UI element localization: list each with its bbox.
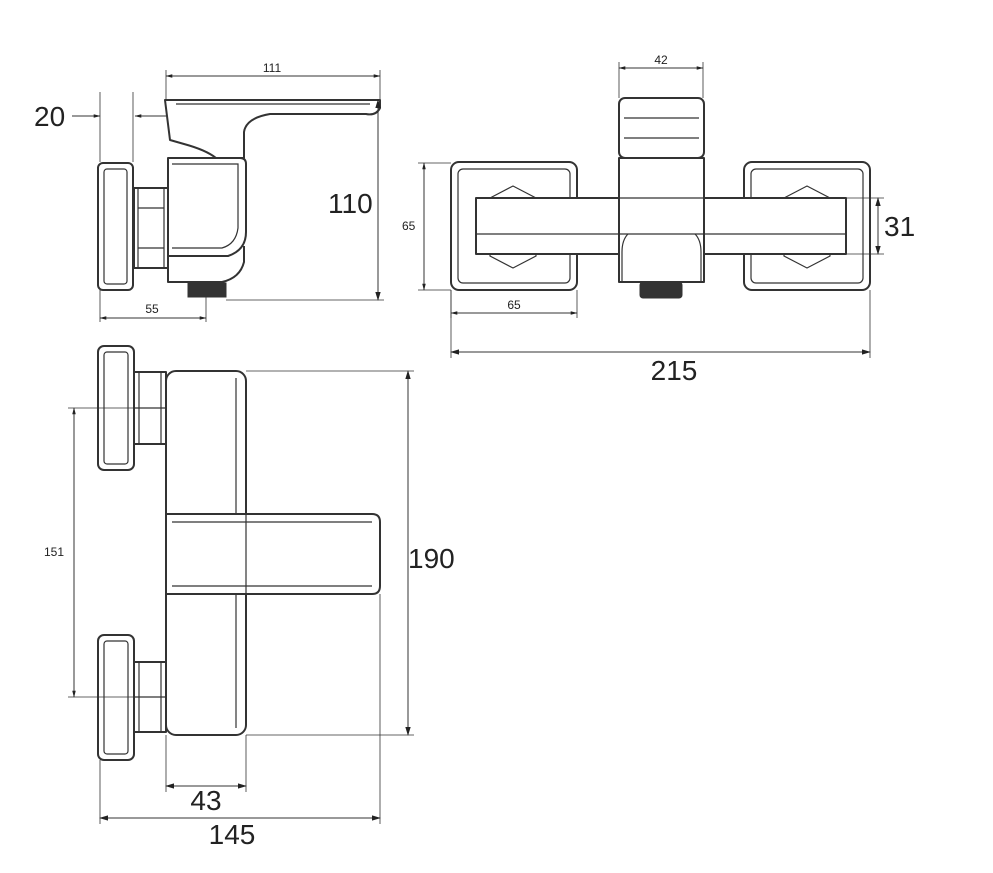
dim-label-overall-depth: 145 <box>209 819 256 850</box>
front-central-body <box>618 157 705 283</box>
front-outlet <box>639 281 683 299</box>
dim-label-plate-height: 65 <box>402 219 416 233</box>
dim-label-overall-length: 190 <box>408 543 455 574</box>
front-handle <box>618 97 705 159</box>
dim-label-height: 110 <box>328 188 373 219</box>
dim-label-body-width: 43 <box>190 785 221 816</box>
dim-label-plate-width: 65 <box>507 298 521 312</box>
front-view: 42 65 65 31 215 <box>402 53 915 386</box>
side-view: 111 20 110 55 <box>34 61 384 322</box>
side-lower-shell <box>167 246 245 283</box>
dim-label-outlet-offset: 55 <box>145 302 159 316</box>
side-hex-nut <box>133 187 169 269</box>
top-lever <box>165 513 381 595</box>
side-body <box>167 157 247 257</box>
side-outlet-aerator <box>187 282 227 298</box>
side-lever-handle <box>164 99 381 159</box>
dim-label-wall-offset: 20 <box>34 101 65 132</box>
dim-label-body-height: 31 <box>884 211 915 242</box>
dim-label-overall-width: 215 <box>651 355 698 386</box>
top-view: 151 190 43 145 <box>44 345 455 850</box>
front-left-hex <box>489 185 537 269</box>
dim-label-inlet-spacing: 151 <box>44 545 64 559</box>
dim-label-handle-width: 42 <box>654 53 668 67</box>
front-right-hex <box>783 185 831 269</box>
dim-label-width-top: 111 <box>263 61 282 75</box>
side-wall-flange <box>97 162 134 291</box>
